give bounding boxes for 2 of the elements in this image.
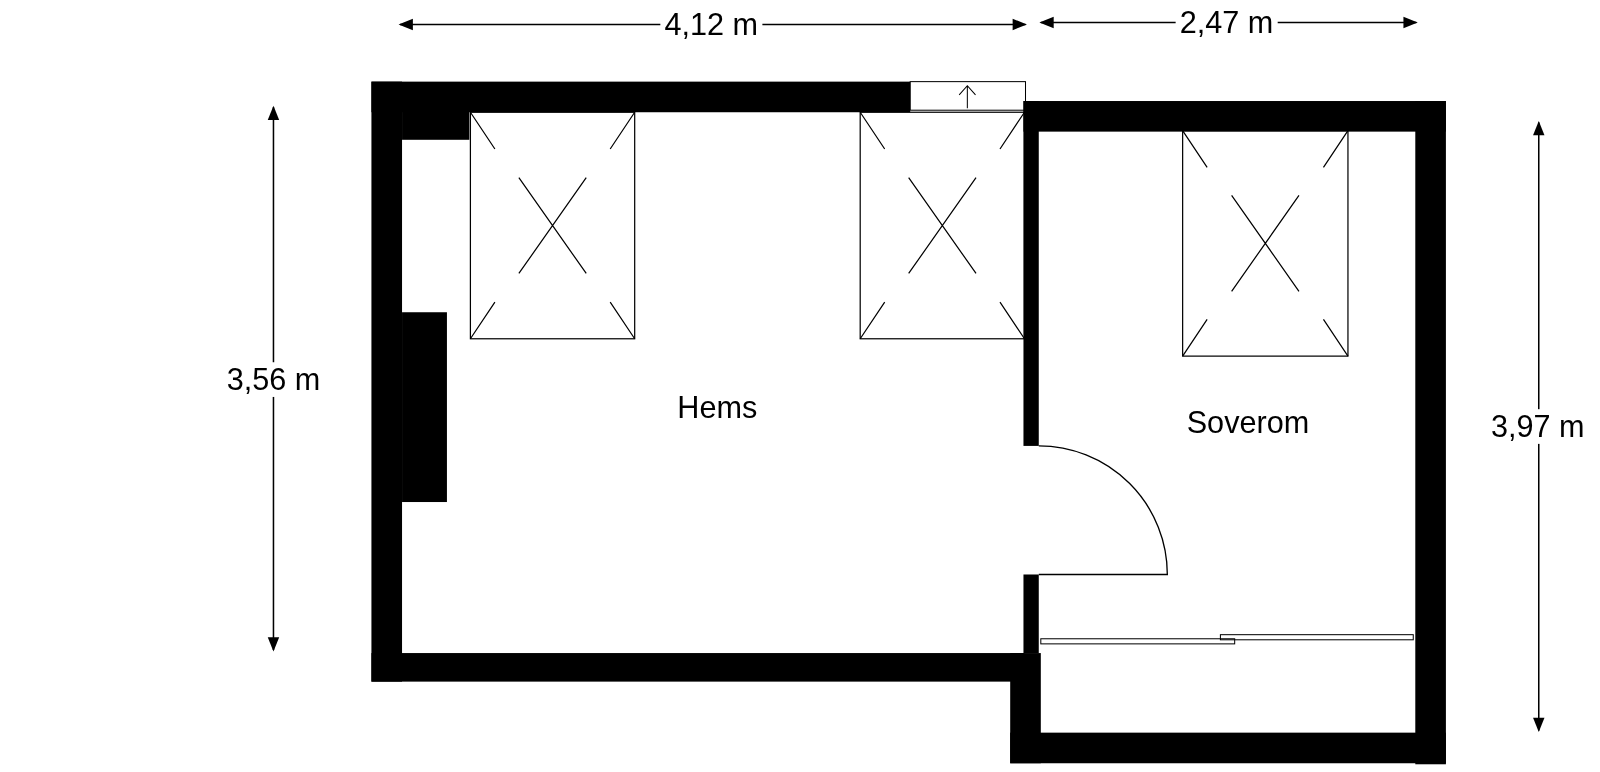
- room-label: Soverom: [1182, 405, 1314, 440]
- room-label: Hems: [673, 390, 762, 426]
